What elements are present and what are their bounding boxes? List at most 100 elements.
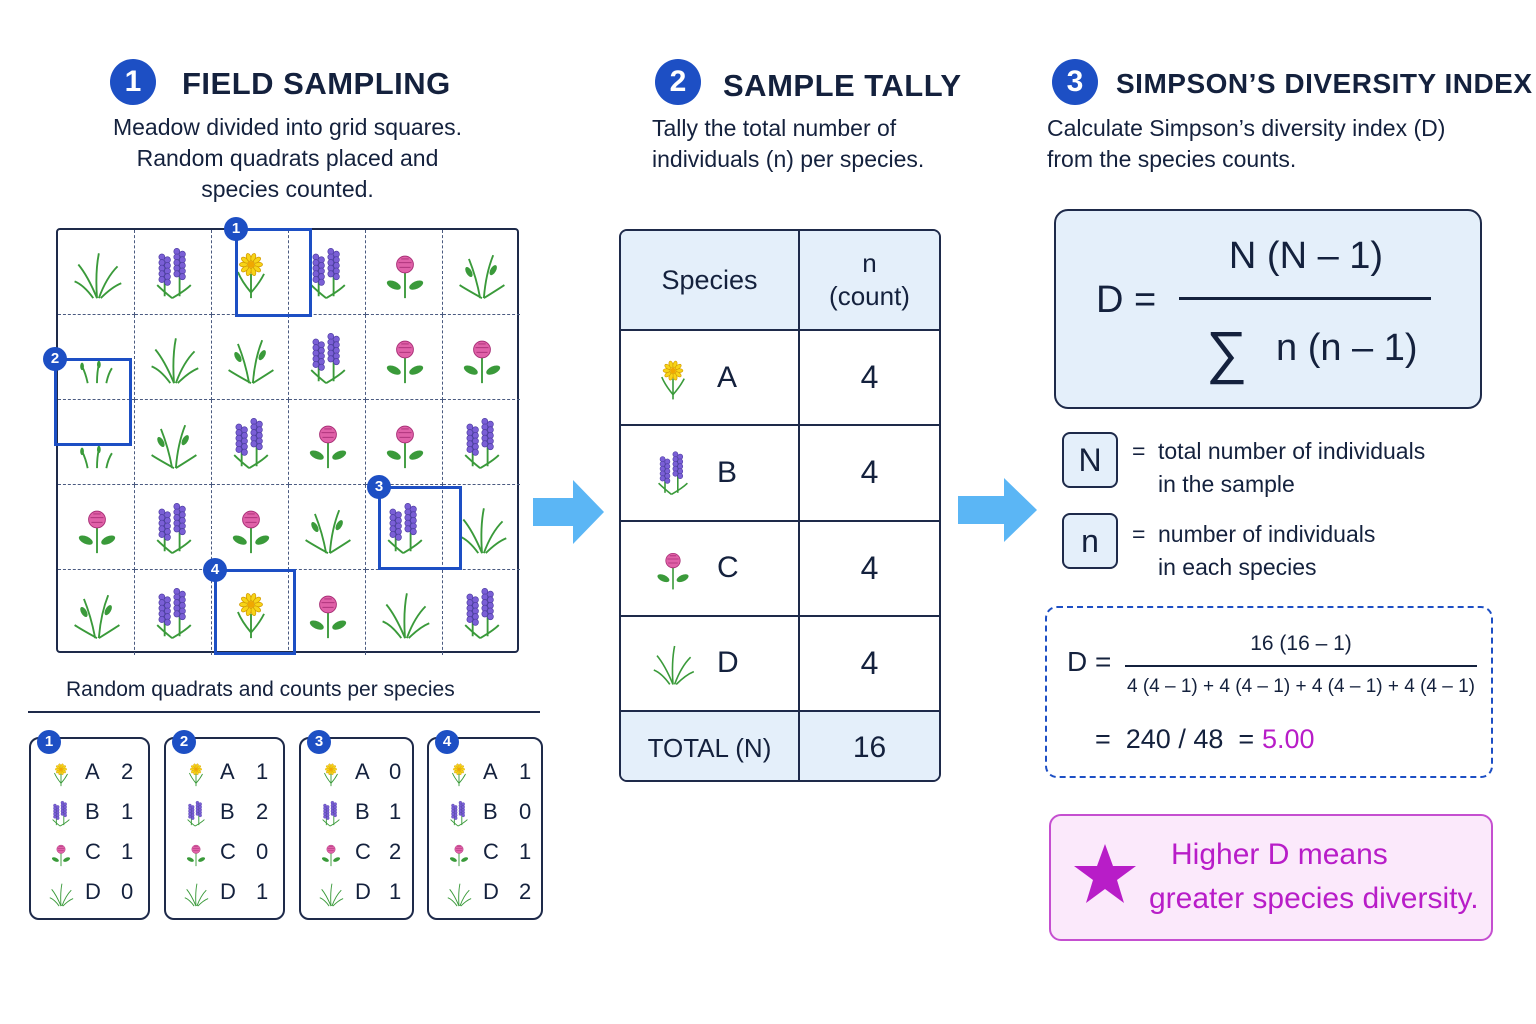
species-count: 1 bbox=[519, 839, 532, 864]
species-count: 0 bbox=[519, 799, 532, 824]
legend-definition-N: total number of individuals in the sampl… bbox=[1158, 435, 1425, 501]
species-letter: B bbox=[483, 799, 498, 824]
meadow-cell bbox=[58, 485, 135, 570]
meadow-cell bbox=[212, 485, 289, 570]
formula-lhs: D = bbox=[1096, 279, 1157, 321]
quadrat-number-badge: 1 bbox=[37, 730, 61, 754]
header-species: Species bbox=[621, 231, 800, 329]
species-letter: C bbox=[355, 839, 371, 864]
note-line-1: Higher D means bbox=[1171, 838, 1388, 871]
tally-row: D 4 bbox=[621, 616, 939, 712]
tally-count-cell: 4 bbox=[860, 454, 879, 491]
meadow-cell bbox=[443, 400, 520, 485]
meadow-cell bbox=[366, 570, 443, 655]
meadow-cell bbox=[58, 400, 135, 485]
meadow-cell bbox=[289, 485, 366, 570]
species-count: 1 bbox=[256, 879, 269, 904]
calc-numerator: 16 (16 – 1) bbox=[1250, 632, 1352, 655]
meadow-cell bbox=[58, 570, 135, 655]
formula-denominator: n (n – 1) bbox=[1276, 327, 1418, 369]
clover-icon bbox=[649, 543, 695, 593]
meadow-cell bbox=[443, 570, 520, 655]
species-letter: D bbox=[355, 879, 371, 904]
calc-fraction-bar bbox=[1125, 665, 1477, 667]
tally-row: A 4 bbox=[621, 331, 939, 427]
species-letter: D bbox=[85, 879, 101, 904]
species-letter: C bbox=[483, 839, 499, 864]
legend-definition-n: number of individuals in each species bbox=[1158, 518, 1375, 584]
total-label: TOTAL (N) bbox=[621, 712, 800, 780]
tally-species-cell: B bbox=[621, 426, 800, 520]
quadrat-number-badge: 1 bbox=[224, 217, 248, 241]
meadow-cell bbox=[443, 315, 520, 400]
step-2-badge: 2 bbox=[655, 59, 701, 105]
step-2-title: SAMPLE TALLY bbox=[723, 68, 962, 103]
meadow-cell bbox=[58, 315, 135, 400]
tally-species-letter: C bbox=[717, 551, 739, 585]
species-count: 1 bbox=[389, 879, 402, 904]
species-letter: A bbox=[355, 759, 370, 784]
tally-header-row: Species n (count) bbox=[621, 231, 939, 331]
step-1-desc-line: Random quadrats placed and bbox=[136, 145, 439, 171]
simpson-formula: D = N (N – 1) ∑ n (n – 1) bbox=[1054, 209, 1482, 409]
tally-species-cell: C bbox=[621, 521, 800, 615]
grass-icon bbox=[649, 638, 695, 688]
tally-row: B 4 bbox=[621, 426, 939, 522]
meadow-cell bbox=[135, 570, 212, 655]
step-2-desc-line: Tally the total number of bbox=[652, 115, 897, 141]
species-count: 1 bbox=[121, 839, 134, 864]
meadow-cell bbox=[58, 230, 135, 315]
tally-species-letter: A bbox=[717, 360, 738, 394]
formula-sigma: ∑ bbox=[1206, 320, 1248, 385]
quadrat-marker: 3 bbox=[367, 475, 462, 570]
arrow-right-icon bbox=[958, 478, 1037, 542]
quadrat-number-badge: 2 bbox=[43, 347, 67, 371]
meadow-cell bbox=[366, 485, 443, 570]
step-3-desc-line: from the species counts. bbox=[1047, 146, 1297, 172]
quadrat-marker: 2 bbox=[43, 347, 132, 446]
tally-species-cell: D bbox=[621, 616, 800, 710]
quadrat-number-badge: 3 bbox=[307, 730, 331, 754]
step-3-title: SIMPSON’S DIVERSITY INDEX bbox=[1116, 68, 1533, 99]
legend-line: total number of individuals bbox=[1158, 438, 1426, 464]
species-count: 2 bbox=[519, 879, 532, 904]
worked-calculation: D = 16 (16 – 1) 4 (4 – 1) + 4 (4 – 1) + … bbox=[1045, 606, 1493, 778]
legend-equals: = bbox=[1132, 438, 1146, 464]
header-count-label: (count) bbox=[829, 281, 910, 311]
tally-species-letter: B bbox=[717, 455, 738, 489]
species-letter: B bbox=[85, 799, 100, 824]
species-count: 0 bbox=[389, 759, 402, 784]
step-3-description: Calculate Simpson’s diversity index (D) … bbox=[1047, 113, 1445, 175]
calc-result-value: 5.00 bbox=[1262, 724, 1315, 754]
meadow-cell bbox=[289, 570, 366, 655]
meadow-cell bbox=[289, 400, 366, 485]
step-1-description: Meadow divided into grid squares. Random… bbox=[60, 112, 515, 205]
step-1-desc-line: Meadow divided into grid squares. bbox=[112, 114, 463, 140]
lavender-icon bbox=[649, 448, 695, 498]
species-letter: D bbox=[483, 879, 499, 904]
quadrat-marker: 4 bbox=[203, 558, 296, 655]
species-count: 1 bbox=[389, 799, 402, 824]
meadow-cell bbox=[366, 230, 443, 315]
arrow-right-icon bbox=[533, 480, 604, 544]
calc-denominator: 4 (4 – 1) + 4 (4 – 1) + 4 (4 – 1) + 4 (4… bbox=[1127, 676, 1475, 697]
quadrat-number-badge: 4 bbox=[435, 730, 459, 754]
calc-lhs: D = bbox=[1067, 646, 1112, 677]
total-value: 16 bbox=[852, 731, 887, 764]
species-count: 0 bbox=[256, 839, 269, 864]
species-count: 2 bbox=[121, 759, 134, 784]
caption-divider bbox=[28, 711, 540, 713]
star-icon bbox=[1074, 844, 1136, 903]
species-count: 1 bbox=[256, 759, 269, 784]
tally-row: C 4 bbox=[621, 521, 939, 617]
meadow-cell bbox=[135, 315, 212, 400]
legend-symbol-N: N bbox=[1062, 432, 1118, 488]
species-letter: C bbox=[85, 839, 101, 864]
legend-equals: = bbox=[1132, 521, 1146, 547]
tally-count-cell: 4 bbox=[860, 359, 879, 396]
step-1-desc-line: species counted. bbox=[201, 176, 374, 202]
